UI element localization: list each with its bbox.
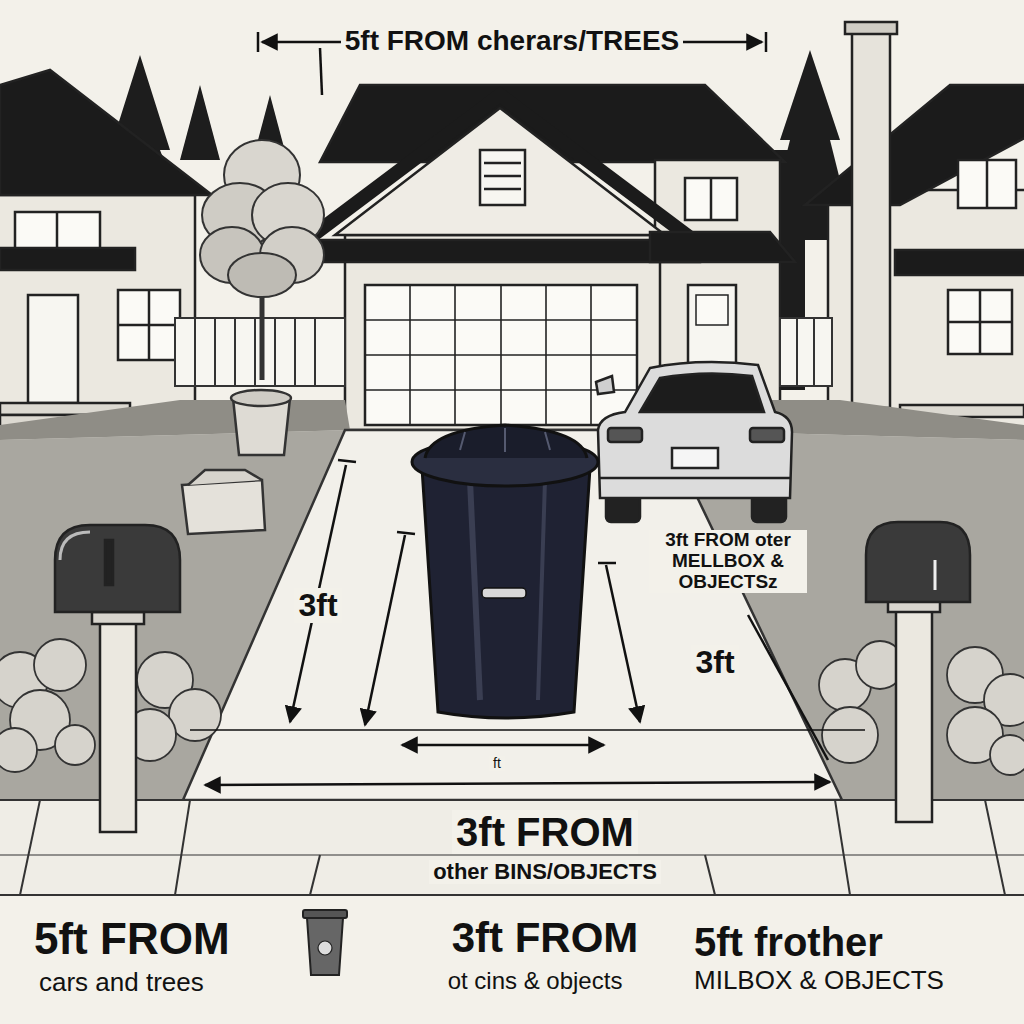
right-house	[805, 22, 1024, 430]
mailbox-left	[55, 525, 180, 832]
mailbox-right	[866, 522, 970, 822]
trash-bin	[412, 425, 598, 718]
dimension-label: 3ft FROM oter MELLBOX & OBJECTSz	[649, 530, 807, 593]
ornamental-tree	[200, 140, 324, 380]
dimension-arrows	[190, 32, 865, 785]
dimension-label: ot cins & objects	[444, 968, 627, 994]
bin-icon	[303, 910, 347, 975]
dimension-label: 3ft FROM	[452, 810, 638, 854]
dimension-label: 3ft	[691, 645, 738, 680]
dimension-label: 3ft FROM	[448, 915, 643, 961]
dimension-label: 5ft frother	[690, 920, 887, 964]
small-bin	[182, 390, 291, 534]
dimension-label: other BINS/OBJECTS	[429, 860, 661, 884]
dimension-label: 3ft	[294, 588, 341, 623]
lawn	[0, 400, 1024, 800]
heading-title: 5ft FROM cherars/TREES	[341, 26, 684, 57]
dimension-label: ft	[489, 756, 505, 771]
bushes	[0, 639, 1024, 775]
dimension-label: MILBOX & OBJECTS	[690, 966, 948, 995]
dimension-label: 5ft FROM	[30, 915, 234, 963]
dimension-label: cars and trees	[35, 968, 208, 997]
sidewalk	[0, 800, 1024, 895]
car	[596, 362, 792, 522]
center-house	[300, 85, 795, 430]
